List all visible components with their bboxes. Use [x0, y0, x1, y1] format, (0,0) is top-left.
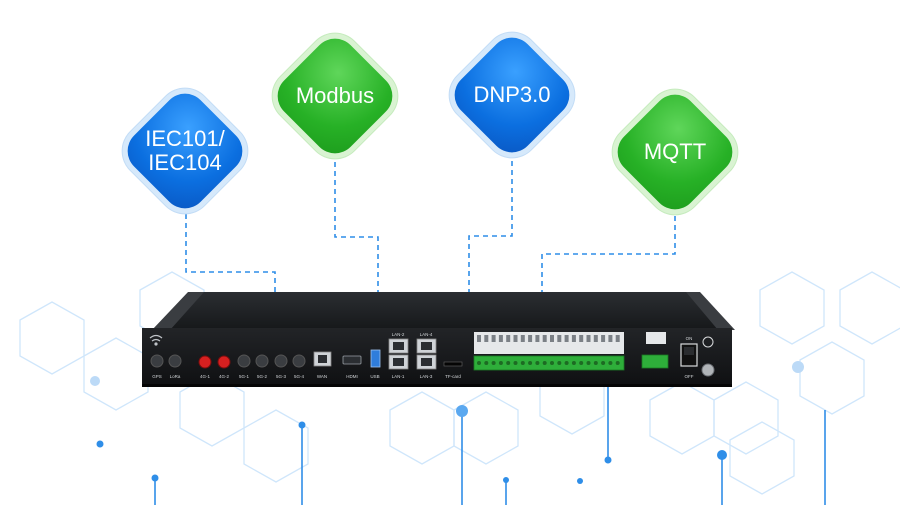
terminal-screw: [601, 361, 606, 365]
connector-mqtt: [541, 216, 676, 292]
label-tf-card: TF-card: [445, 374, 461, 379]
terminal-screw: [579, 361, 584, 365]
badge-mqtt-label: MQTT: [643, 139, 707, 164]
terminal-label-tick: [615, 335, 620, 342]
device-top: [160, 292, 722, 328]
label-off: OFF: [685, 374, 694, 379]
antenna-port-5g-4: [292, 354, 306, 368]
terminal-screw: [557, 361, 562, 365]
terminal-label-tick: [535, 335, 540, 342]
terminal-screw: [535, 361, 540, 365]
terminal-label-tick: [513, 335, 518, 342]
antenna-port-5g-3: [274, 354, 288, 368]
label-usb: USB: [370, 374, 379, 379]
label-hdmi: HDMI: [346, 374, 358, 379]
terminal-screw: [571, 361, 576, 365]
label-gps: GPS: [152, 374, 162, 379]
rack-ear-left: [152, 292, 204, 330]
label-5g-3: 5G-3: [276, 374, 287, 379]
protocol-badge-modbus: Modbus: [268, 29, 402, 163]
terminal-screw: [506, 361, 511, 365]
hdmi-port: [342, 355, 362, 365]
label-5g-4: 5G-4: [294, 374, 305, 379]
label-wan: WAN: [317, 374, 327, 379]
terminal-label-tick: [564, 335, 569, 342]
label-4g-1: 4G-1: [200, 374, 211, 379]
connector-dnp: [468, 152, 513, 292]
terminal-label-tick: [571, 335, 576, 342]
tf-card-slot: [443, 361, 463, 367]
terminal-screw: [477, 361, 481, 365]
protocol-badge-dnp: DNP3.0: [445, 28, 579, 162]
power-terminal: [641, 354, 669, 369]
ground-terminal: [702, 336, 714, 348]
badge-iec-line1: IEC101/: [145, 126, 225, 151]
terminal-screw: [528, 361, 533, 365]
wifi-icon: [149, 334, 163, 346]
badge-dnp-label: DNP3.0: [473, 82, 551, 107]
terminal-screw: [513, 361, 518, 365]
protocol-badge-mqtt: MQTT: [608, 85, 742, 219]
antenna-port-5g-2: [255, 354, 269, 368]
badge-modbus-label: Modbus: [295, 83, 375, 108]
label-4g-2: 4G-2: [219, 374, 230, 379]
terminal-screw: [586, 361, 591, 365]
label-5g-2: 5G-2: [257, 374, 268, 379]
terminal-screw: [550, 361, 554, 365]
label-lan-4: LAN-4: [420, 332, 433, 337]
terminal-screw: [593, 361, 598, 365]
terminal-screw: [542, 361, 547, 365]
usb-port: [370, 349, 381, 368]
terminal-label-tick: [601, 335, 606, 342]
terminal-label-tick: [542, 335, 547, 342]
terminal-screw: [608, 361, 613, 365]
connector-modbus: [334, 162, 379, 292]
terminal-label-tick: [484, 335, 489, 342]
terminal-label-tick: [498, 335, 503, 342]
label-lan-3: LAN-3: [420, 374, 433, 379]
antenna-port-lora: [168, 354, 182, 368]
label-lan-2: LAN-2: [392, 332, 405, 337]
terminal-label-tick: [557, 335, 562, 342]
label-5g-1: 5G-1: [239, 374, 250, 379]
label-on: ON: [686, 336, 693, 341]
terminal-label-tick: [586, 335, 591, 342]
power-terminal-labels: [646, 332, 666, 344]
label-lora: LoRa: [170, 374, 181, 379]
terminal-screw: [615, 361, 620, 365]
terminal-label-tick: [608, 335, 613, 342]
terminal-screw: [520, 361, 525, 365]
terminal-label-tick: [506, 335, 511, 342]
antenna-port-5g-1: [237, 354, 251, 368]
ground-screw: [701, 363, 715, 377]
terminal-label-tick: [593, 335, 598, 342]
terminal-label-tick: [520, 335, 525, 342]
antenna-port-4g-1: [198, 355, 212, 369]
terminal-screw: [491, 361, 496, 365]
terminal-label-tick: [477, 335, 481, 342]
connector-iec: [185, 214, 276, 292]
label-lan-1: LAN-1: [392, 374, 405, 379]
terminal-screw: [484, 361, 489, 365]
terminal-label-tick: [550, 335, 554, 342]
terminal-screw: [564, 361, 569, 365]
protocol-badge-iec: IEC101/ IEC104: [118, 84, 252, 218]
terminal-label-tick: [491, 335, 496, 342]
badge-iec-line2: IEC104: [148, 150, 222, 175]
rack-ear-right: [686, 292, 735, 330]
antenna-port-4g-2: [217, 355, 231, 369]
terminal-label-tick: [528, 335, 533, 342]
terminal-screw: [498, 361, 503, 365]
terminal-block: [473, 355, 625, 371]
antenna-port-gps: [150, 354, 164, 368]
terminal-label-tick: [579, 335, 584, 342]
